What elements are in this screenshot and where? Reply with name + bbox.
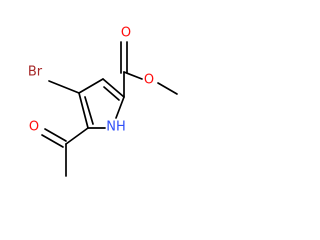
molecule-structure: Br O O O NH: [28, 26, 178, 177]
molecule-canvas: Br O O O NH: [28, 26, 178, 177]
bond-c3-c2-double: [103, 86, 120, 101]
bond-acetyl-carbonyl-2: [41, 134, 64, 148]
bond-c4-br: [48, 80, 80, 94]
ring-nitrogen-label: NH: [106, 120, 126, 135]
bond-c3-c4: [78, 78, 104, 94]
bond-c2-n1: [115, 96, 125, 119]
bond-ester-oxygen-methyl: [157, 82, 178, 95]
bond-c4-c5-double: [84, 96, 94, 125]
bond-c4-c5-single: [78, 92, 89, 129]
ester-carbonyl-oxygen-label: O: [121, 26, 131, 41]
bond-c5-acetyl-carbon: [65, 127, 89, 145]
ester-oxygen-label: O: [144, 73, 154, 88]
bond-ester-carbon-oxygen: [123, 71, 143, 80]
bromine-label: Br: [28, 65, 43, 80]
bond-acetyl-carbonyl-1: [44, 128, 67, 142]
bond-c3-c2-single: [102, 78, 125, 98]
acetyl-oxygen-label: O: [29, 120, 39, 135]
